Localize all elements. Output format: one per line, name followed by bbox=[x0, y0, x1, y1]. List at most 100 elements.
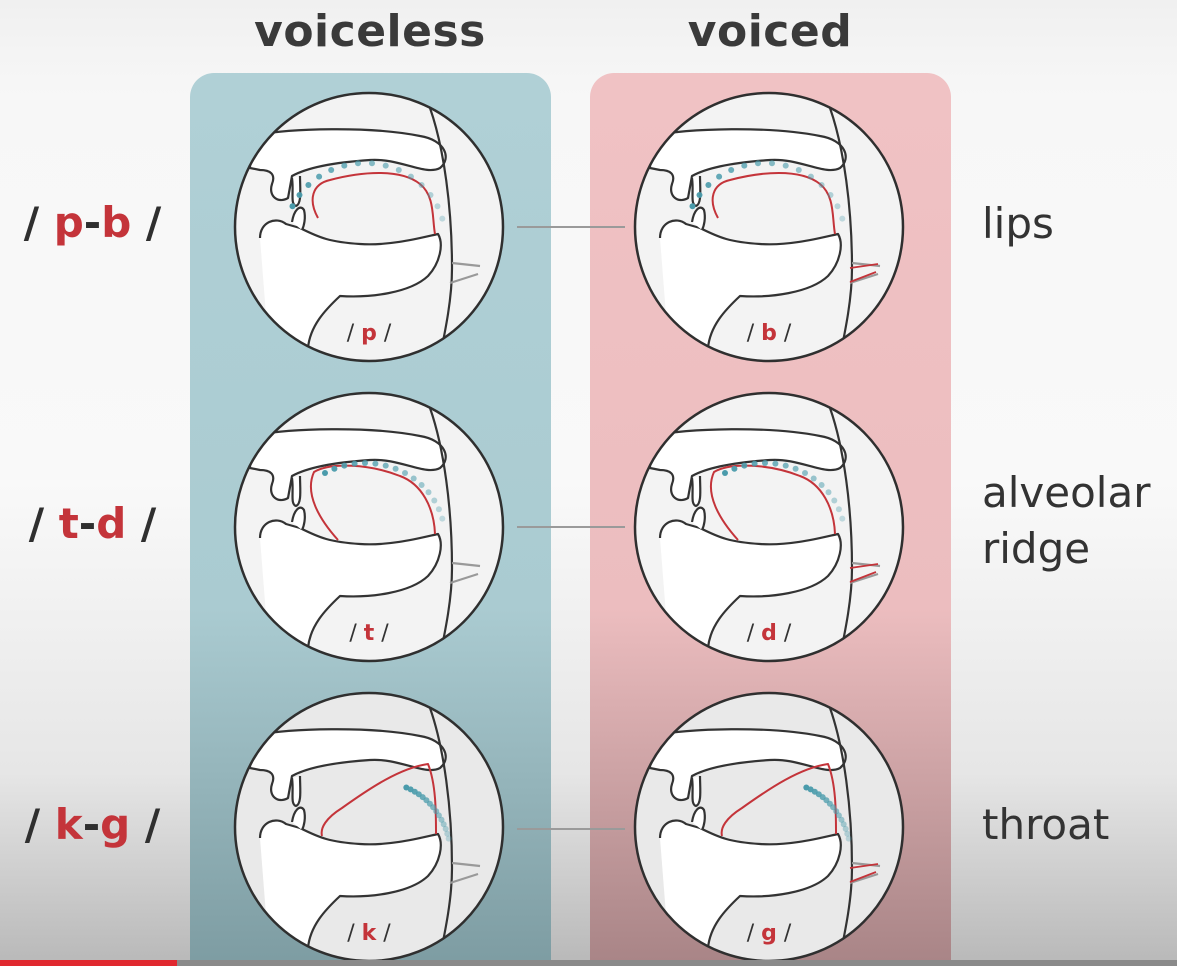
airflow-dot bbox=[442, 825, 449, 832]
airflow-dot bbox=[372, 460, 379, 467]
airflow-dot bbox=[838, 816, 845, 823]
voiceless-column-heading: voiceless bbox=[254, 6, 486, 57]
pharynx-wall-shape bbox=[428, 407, 454, 661]
airflow-dot bbox=[341, 162, 348, 169]
larynx-line bbox=[449, 272, 479, 285]
larynx-line bbox=[851, 561, 881, 568]
larynx-line bbox=[851, 861, 881, 868]
place-label-throat: throat bbox=[982, 800, 1110, 849]
airflow-dot bbox=[839, 515, 846, 522]
mouth-diagram-t: / t / bbox=[233, 391, 505, 663]
lower-tooth-shape bbox=[290, 206, 306, 231]
airflow-dot bbox=[831, 497, 838, 504]
airflow-dot bbox=[818, 482, 825, 488]
airflow-dot bbox=[425, 489, 432, 496]
lower-tooth-shape bbox=[690, 206, 706, 231]
airflow-dot bbox=[382, 162, 389, 169]
airflow-dot bbox=[728, 167, 735, 173]
airflow-dot bbox=[434, 203, 441, 210]
airflow-dot bbox=[762, 460, 768, 466]
airflow-dot bbox=[835, 812, 842, 819]
airflow-dot bbox=[839, 215, 846, 222]
diagram-border bbox=[633, 91, 905, 363]
tongue-outline bbox=[720, 763, 837, 837]
pair-label-k-g: / k-g / bbox=[24, 800, 161, 849]
airflow-dot bbox=[716, 173, 723, 180]
diagram-phoneme-label: / p / bbox=[347, 321, 392, 346]
airflow-dot bbox=[355, 160, 361, 167]
place-label-lips: lips bbox=[982, 199, 1054, 248]
airflow-dot bbox=[782, 462, 789, 469]
airflow-dot bbox=[328, 167, 335, 173]
video-progress-fill bbox=[0, 960, 177, 966]
airflow-dot bbox=[331, 465, 338, 472]
airflow-dot bbox=[782, 162, 789, 169]
diagram-border bbox=[233, 91, 505, 363]
larynx-line bbox=[449, 872, 479, 885]
mouth-diagram-k: / k / bbox=[233, 691, 505, 963]
pharynx-wall-shape bbox=[828, 707, 854, 961]
airflow-dot bbox=[402, 470, 408, 476]
vocal-fold-line bbox=[849, 563, 879, 583]
palate-shape bbox=[648, 128, 847, 202]
lower-tooth-shape bbox=[690, 506, 706, 531]
palate-shape bbox=[248, 728, 447, 802]
airflow-dot bbox=[395, 167, 402, 173]
airflow-dot bbox=[845, 835, 852, 842]
vocal-fold-line bbox=[849, 263, 879, 283]
larynx-line bbox=[451, 561, 481, 568]
airflow-dot bbox=[410, 475, 417, 482]
airflow-dot bbox=[418, 182, 425, 188]
airflow-dot bbox=[844, 830, 851, 837]
pair-label-t-d: / t-d / bbox=[28, 499, 157, 548]
airflow-dot bbox=[795, 167, 802, 173]
vocal-fold-line bbox=[849, 863, 879, 883]
airflow-dot bbox=[305, 182, 312, 188]
airflow-dot bbox=[751, 460, 758, 467]
connector-line bbox=[517, 828, 625, 830]
airflow-dot bbox=[722, 470, 728, 476]
airflow-dot bbox=[696, 192, 703, 198]
airflow-dot bbox=[435, 812, 442, 819]
airflow-dot bbox=[807, 173, 814, 180]
airflow-dot bbox=[438, 816, 445, 823]
palate-shape bbox=[648, 728, 847, 802]
larynx-line bbox=[849, 272, 879, 285]
upper-tooth-shape bbox=[690, 475, 702, 508]
airflow-dot bbox=[407, 173, 414, 180]
airflow-dot bbox=[772, 460, 779, 467]
diagram-border bbox=[233, 391, 505, 663]
connector-line bbox=[517, 526, 625, 528]
larynx-line bbox=[849, 572, 879, 585]
palate-shape bbox=[648, 428, 847, 502]
airflow-dot bbox=[439, 515, 446, 522]
airflow-dot bbox=[316, 173, 323, 180]
airflow-dot bbox=[827, 192, 834, 198]
airflow-dot bbox=[825, 489, 832, 496]
airflow-dot bbox=[427, 192, 434, 198]
video-progress-track[interactable] bbox=[0, 960, 1177, 966]
airflow-dot bbox=[351, 460, 358, 467]
tongue-outline bbox=[711, 172, 836, 235]
diagram-border bbox=[633, 391, 905, 663]
airflow-dot bbox=[431, 497, 438, 504]
larynx-line bbox=[451, 261, 481, 268]
airflow-dot bbox=[439, 215, 446, 222]
voiced-column-heading: voiced bbox=[687, 6, 853, 57]
airflow-dot bbox=[435, 506, 442, 513]
upper-tooth-shape bbox=[690, 175, 702, 208]
connector-line bbox=[517, 226, 625, 228]
pharynx-wall-shape bbox=[828, 407, 854, 661]
airflow-dot bbox=[296, 192, 303, 198]
airflow-dot bbox=[705, 182, 712, 188]
airflow-dot bbox=[440, 821, 447, 828]
larynx-line bbox=[851, 261, 881, 268]
mouth-diagram-g: / g / bbox=[633, 691, 905, 963]
airflow-dot bbox=[689, 203, 696, 210]
airflow-dot bbox=[731, 465, 738, 472]
airflow-dot bbox=[792, 465, 799, 472]
tongue-outline bbox=[320, 763, 437, 837]
airflow-dot bbox=[835, 506, 842, 513]
diagram-phoneme-label: / k / bbox=[347, 921, 391, 946]
